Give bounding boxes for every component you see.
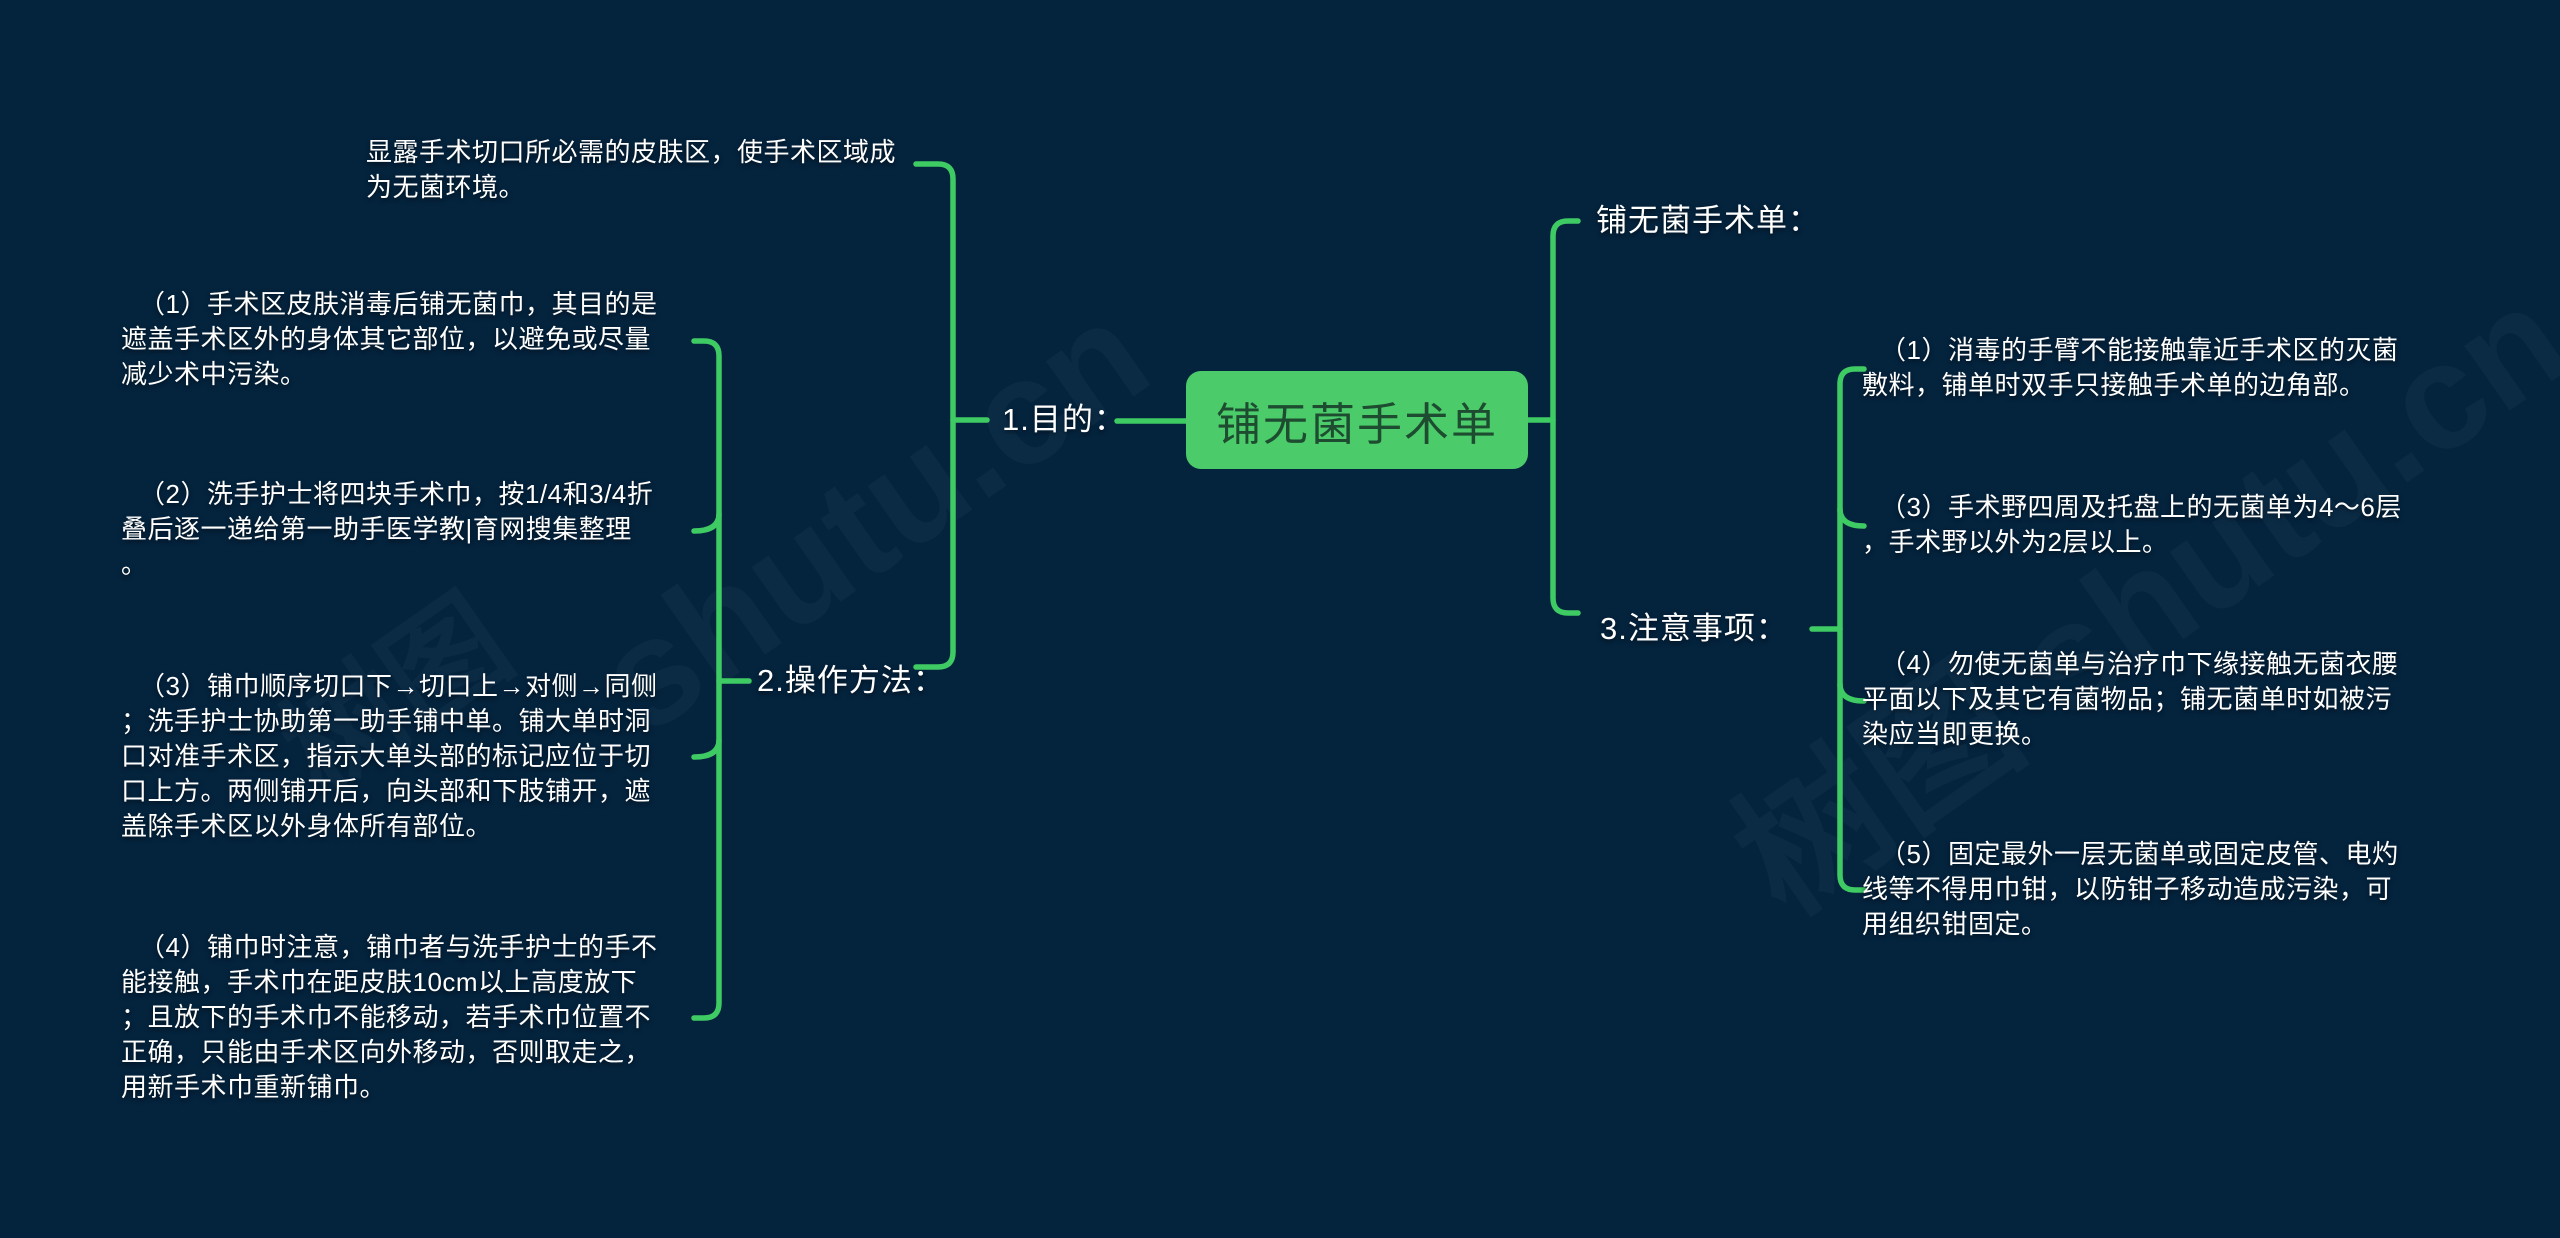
note-method-3[interactable]: （3）铺巾顺序切口下→切口上→对侧→同侧 ；洗手护士协助第一助手铺中单。铺大单时…: [121, 671, 658, 841]
note-caution-2[interactable]: （3）手术野四周及托盘上的无菌单为4～6层 ，手术野以外为2层以上。: [1862, 492, 2402, 557]
note-purpose[interactable]: 显露手术切口所必需的皮肤区，使手术区域成 为无菌环境。: [366, 137, 897, 202]
note-method-2[interactable]: （2）洗手护士将四块手术巾，按1/4和3/4折 叠后逐一递给第一助手医学教|育网…: [121, 479, 654, 579]
note-caution-1[interactable]: （1）消毒的手臂不能接触靠近手术区的灭菌 敷料，铺单时双手只接触手术单的边角部。: [1862, 335, 2399, 400]
branch-label-method[interactable]: 2.操作方法：: [757, 663, 945, 698]
note-caution-3[interactable]: （4）勿使无菌单与治疗巾下缘接触无菌衣腰 平面以下及其它有菌物品；铺无菌单时如被…: [1862, 649, 2399, 749]
branch-label-notes[interactable]: 3.注意事项：: [1600, 611, 1788, 646]
note-method-4[interactable]: （4）铺巾时注意，铺巾者与洗手护士的手不 能接触，手术巾在距皮肤10cm以上高度…: [121, 932, 658, 1102]
branch-label-purpose[interactable]: 1.目的：: [1002, 402, 1126, 437]
note-caution-4[interactable]: （5）固定最外一层无菌单或固定皮管、电灼 线等不得用巾钳，以防钳子移动造成污染，…: [1862, 839, 2399, 939]
central-topic-node[interactable]: 铺无菌手术单: [1186, 371, 1528, 469]
branch-label-right-topic[interactable]: 铺无菌手术单：: [1596, 203, 1820, 238]
note-method-1[interactable]: （1）手术区皮肤消毒后铺无菌巾，其目的是 遮盖手术区外的身体其它部位，以避免或尽…: [121, 289, 658, 389]
